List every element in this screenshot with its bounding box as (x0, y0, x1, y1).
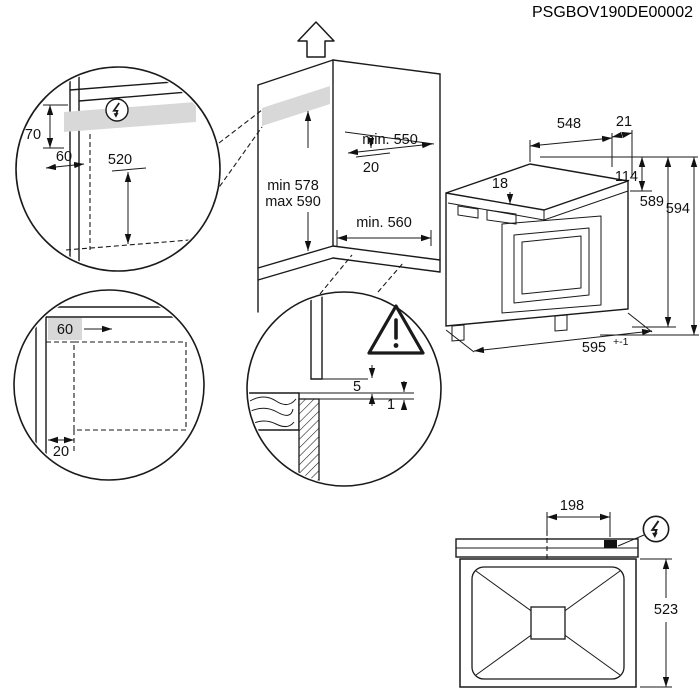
dim-label-114: 114 (615, 169, 638, 185)
oven-rear-view-drawing: 198 523 (455, 498, 678, 688)
vent-gap-detail-circle: 5 1 (246, 291, 442, 487)
power-connection-icon (642, 515, 670, 543)
dim-label-60-side: 60 (57, 322, 73, 338)
dim-label-60-top: 60 (56, 149, 72, 165)
dim-label-70: 70 (25, 127, 41, 143)
dim-label-5: 5 (353, 379, 361, 395)
dim-label-198: 198 (560, 498, 584, 514)
side-zone-detail-circle: 60 20 (13, 289, 205, 481)
power-zone-highlight (262, 86, 330, 126)
warning-icon (367, 304, 425, 355)
dim-label-595: 595 (582, 340, 606, 356)
dim-label-594: 594 (666, 201, 690, 217)
cable-position-mark (604, 540, 617, 548)
dim-label-589: 589 (640, 194, 664, 210)
zone-60-highlight (48, 318, 82, 340)
power-connection-icon (105, 98, 129, 122)
dim-label-520: 520 (108, 152, 132, 168)
dim-label-523: 523 (654, 602, 678, 618)
dim-label-20-side: 20 (53, 444, 69, 460)
dim-label-20-rear: 20 (363, 160, 379, 176)
part-number-label: PSGBOV190DE00002 (532, 4, 693, 21)
dim-label-min-550: min. 550 (362, 132, 418, 148)
dim-label-max-590: max 590 (265, 194, 321, 210)
dim-label-595-tolerance: +-1 (613, 336, 629, 348)
cabinet-niche-drawing: min. 550 20 min 578 max 590 min. 560 (214, 21, 441, 313)
dim-label-21: 21 (616, 114, 632, 130)
dim-label-min-560: min. 560 (356, 215, 412, 231)
dim-label-18: 18 (492, 176, 508, 192)
dim-label-1: 1 (387, 397, 395, 413)
dim-label-548: 548 (557, 116, 581, 132)
up-arrow-icon (297, 21, 335, 58)
top-corner-detail-circle: 70 60 520 (15, 66, 221, 272)
dim-label-min-578: min 578 (267, 178, 319, 194)
oven-drawing: 548 21 18 114 589 594 595 +-1 (445, 114, 699, 356)
